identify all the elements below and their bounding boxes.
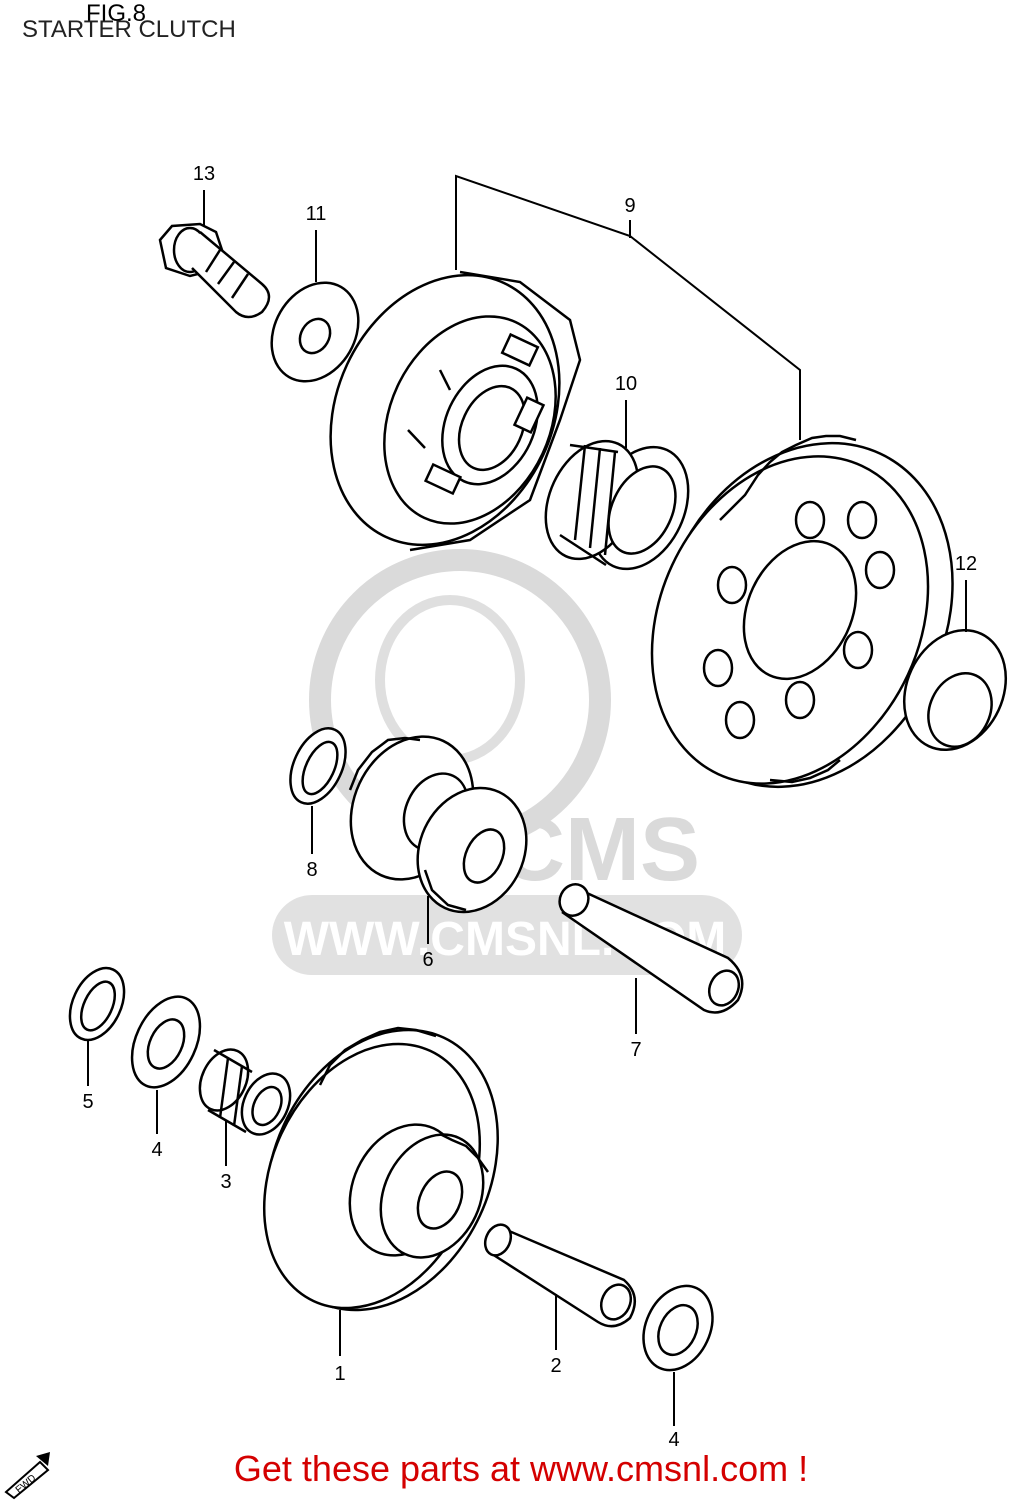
callout-10: 10 <box>615 373 637 395</box>
callout-6: 6 <box>422 949 433 971</box>
part-1-driven-gear <box>262 1026 499 1312</box>
watermark-brand: CMS <box>500 800 700 900</box>
callout-4-upper: 4 <box>151 1139 162 1161</box>
callout-8: 8 <box>306 859 317 881</box>
part-4-washer-upper <box>130 995 202 1089</box>
callout-3: 3 <box>220 1171 231 1193</box>
part-6-idle-gear <box>348 735 528 914</box>
part-5-washer <box>68 966 126 1042</box>
part-8-washer <box>289 727 347 805</box>
part-4-washer-lower <box>642 1284 714 1372</box>
figure-number: FIG.8 <box>86 0 147 27</box>
footer-shop-link[interactable]: Get these parts at www.cmsnl.com ! <box>233 1448 809 1489</box>
part-2-shaft <box>483 1223 637 1328</box>
callout-11: 11 <box>306 203 327 225</box>
part-9-starter-gear <box>650 434 954 789</box>
callout-13: 13 <box>193 163 215 185</box>
part-11-washer <box>270 281 360 383</box>
callout-4-lower: 4 <box>668 1429 679 1451</box>
callout-12: 12 <box>955 553 977 575</box>
part-3-bearing <box>198 1048 292 1136</box>
part-13-bolt <box>158 222 271 319</box>
part-9-clutch-housing <box>329 270 582 552</box>
callout-2: 2 <box>550 1355 561 1377</box>
part-12-washer <box>902 629 1008 751</box>
callout-1: 1 <box>334 1363 345 1385</box>
part-7-shaft <box>558 883 744 1014</box>
callout-5: 5 <box>82 1091 93 1113</box>
callout-9: 9 <box>624 195 635 217</box>
part-10-bearing <box>544 439 690 571</box>
callout-7: 7 <box>630 1039 641 1061</box>
figure-subtitle: STARTER CLUTCH <box>22 16 236 43</box>
